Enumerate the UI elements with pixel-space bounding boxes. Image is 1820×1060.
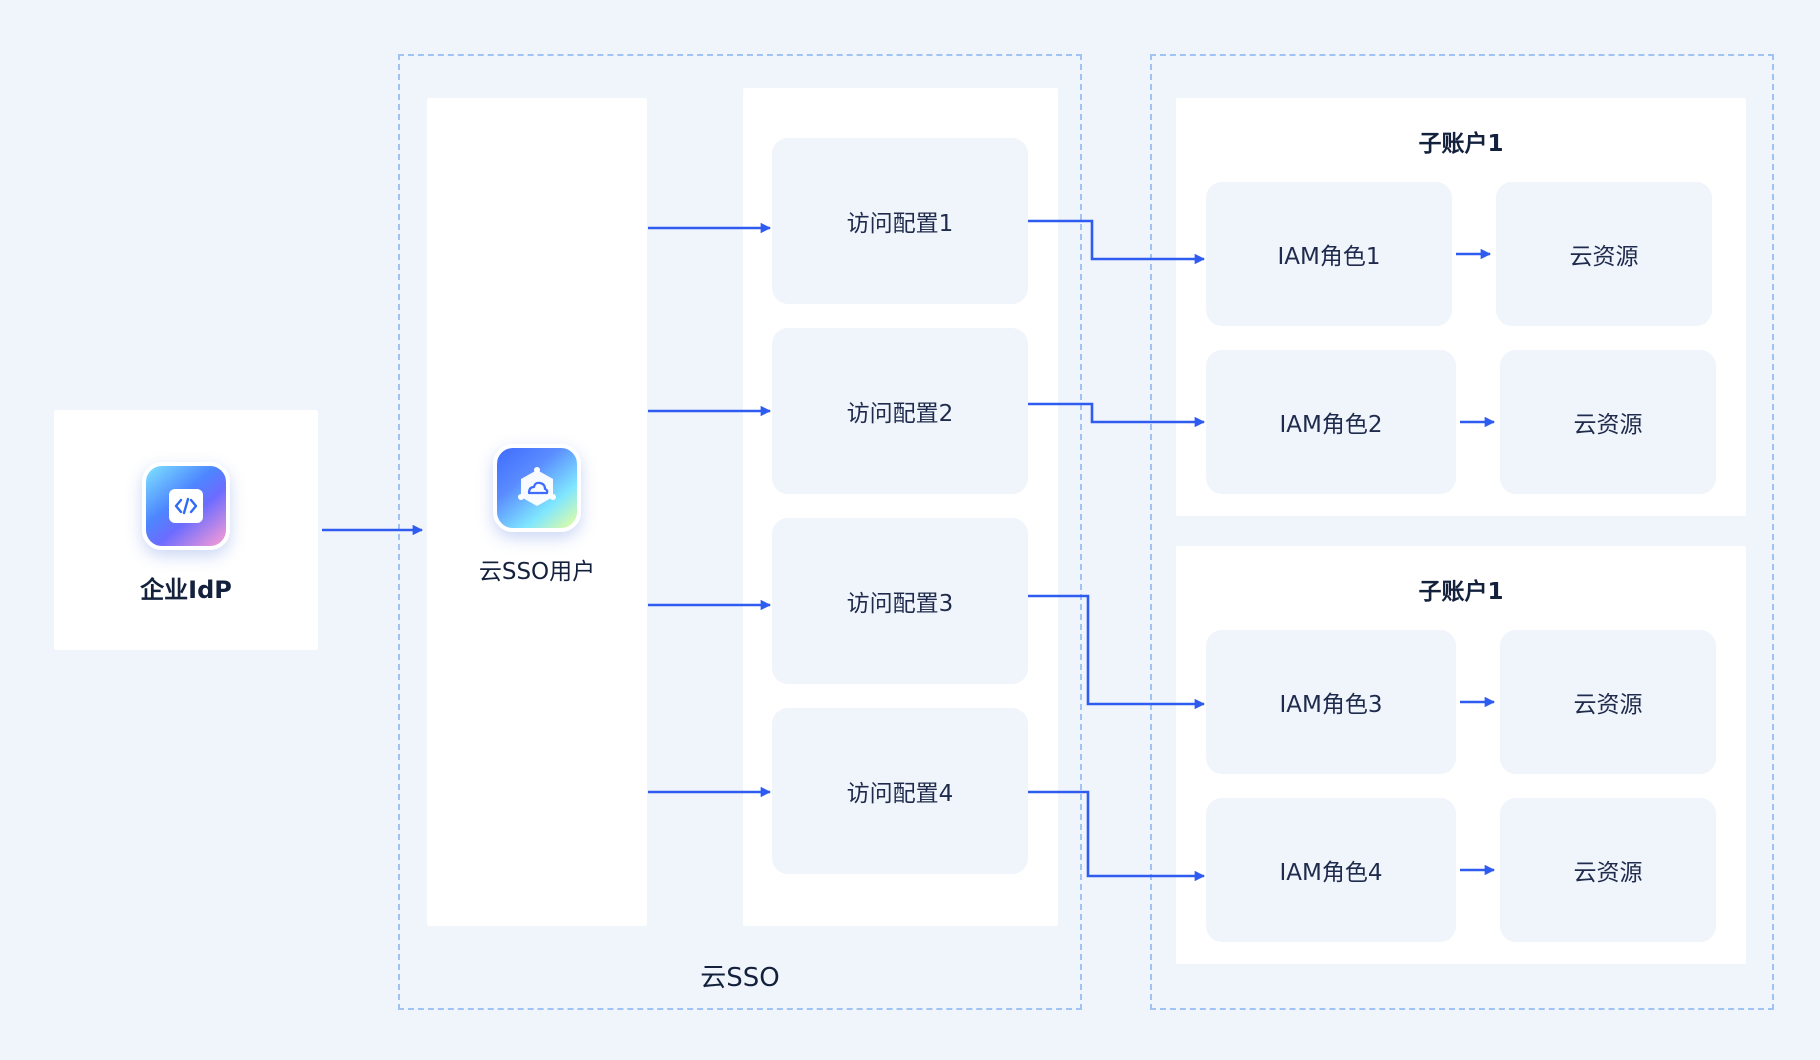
cloud-sso-group bbox=[398, 54, 1082, 1010]
iam-role-label: IAM角色4 bbox=[1279, 860, 1383, 886]
access-config-label: 访问配置2 bbox=[846, 401, 954, 427]
cloud-resource-label: 云资源 bbox=[1573, 412, 1643, 438]
enterprise-idp-box: 企业IdP bbox=[54, 410, 318, 650]
iam-role-card: IAM角色1 bbox=[1206, 182, 1452, 326]
cloud-resource-label: 云资源 bbox=[1569, 244, 1639, 270]
accounts-group bbox=[1150, 54, 1774, 1010]
iam-role-card: IAM角色3 bbox=[1206, 630, 1456, 774]
iam-role-card: IAM角色2 bbox=[1206, 350, 1456, 494]
cloud-sso-icon bbox=[493, 444, 581, 532]
access-config-card: 访问配置4 bbox=[772, 708, 1028, 874]
access-config-label: 访问配置4 bbox=[846, 781, 954, 807]
idp-label: 企业IdP bbox=[140, 576, 232, 604]
access-config-label: 访问配置3 bbox=[846, 591, 954, 617]
iam-role-card: IAM角色4 bbox=[1206, 798, 1456, 942]
access-config-card: 访问配置1 bbox=[772, 138, 1028, 304]
access-config-card: 访问配置3 bbox=[772, 518, 1028, 684]
cloud-resource-card: 云资源 bbox=[1500, 798, 1716, 942]
cloud-sso-group-label: 云SSO bbox=[700, 963, 780, 993]
access-config-card: 访问配置2 bbox=[772, 328, 1028, 494]
iam-role-label: IAM角色2 bbox=[1279, 412, 1383, 438]
cloud-resource-card: 云资源 bbox=[1500, 350, 1716, 494]
sub-account-title: 子账户1 bbox=[1418, 131, 1504, 157]
cloud-resource-card: 云资源 bbox=[1500, 630, 1716, 774]
iam-role-label: IAM角色3 bbox=[1279, 692, 1383, 718]
cloud-resource-card: 云资源 bbox=[1496, 182, 1712, 326]
iam-role-label: IAM角色1 bbox=[1277, 244, 1381, 270]
cloud-resource-label: 云资源 bbox=[1573, 692, 1643, 718]
sub-account-title: 子账户1 bbox=[1418, 579, 1504, 605]
cloud-resource-label: 云资源 bbox=[1573, 860, 1643, 886]
access-config-label: 访问配置1 bbox=[846, 211, 954, 237]
code-icon bbox=[142, 462, 230, 550]
sso-user-panel: 云SSO用户 bbox=[427, 98, 647, 926]
sso-user-label: 云SSO用户 bbox=[478, 559, 596, 585]
